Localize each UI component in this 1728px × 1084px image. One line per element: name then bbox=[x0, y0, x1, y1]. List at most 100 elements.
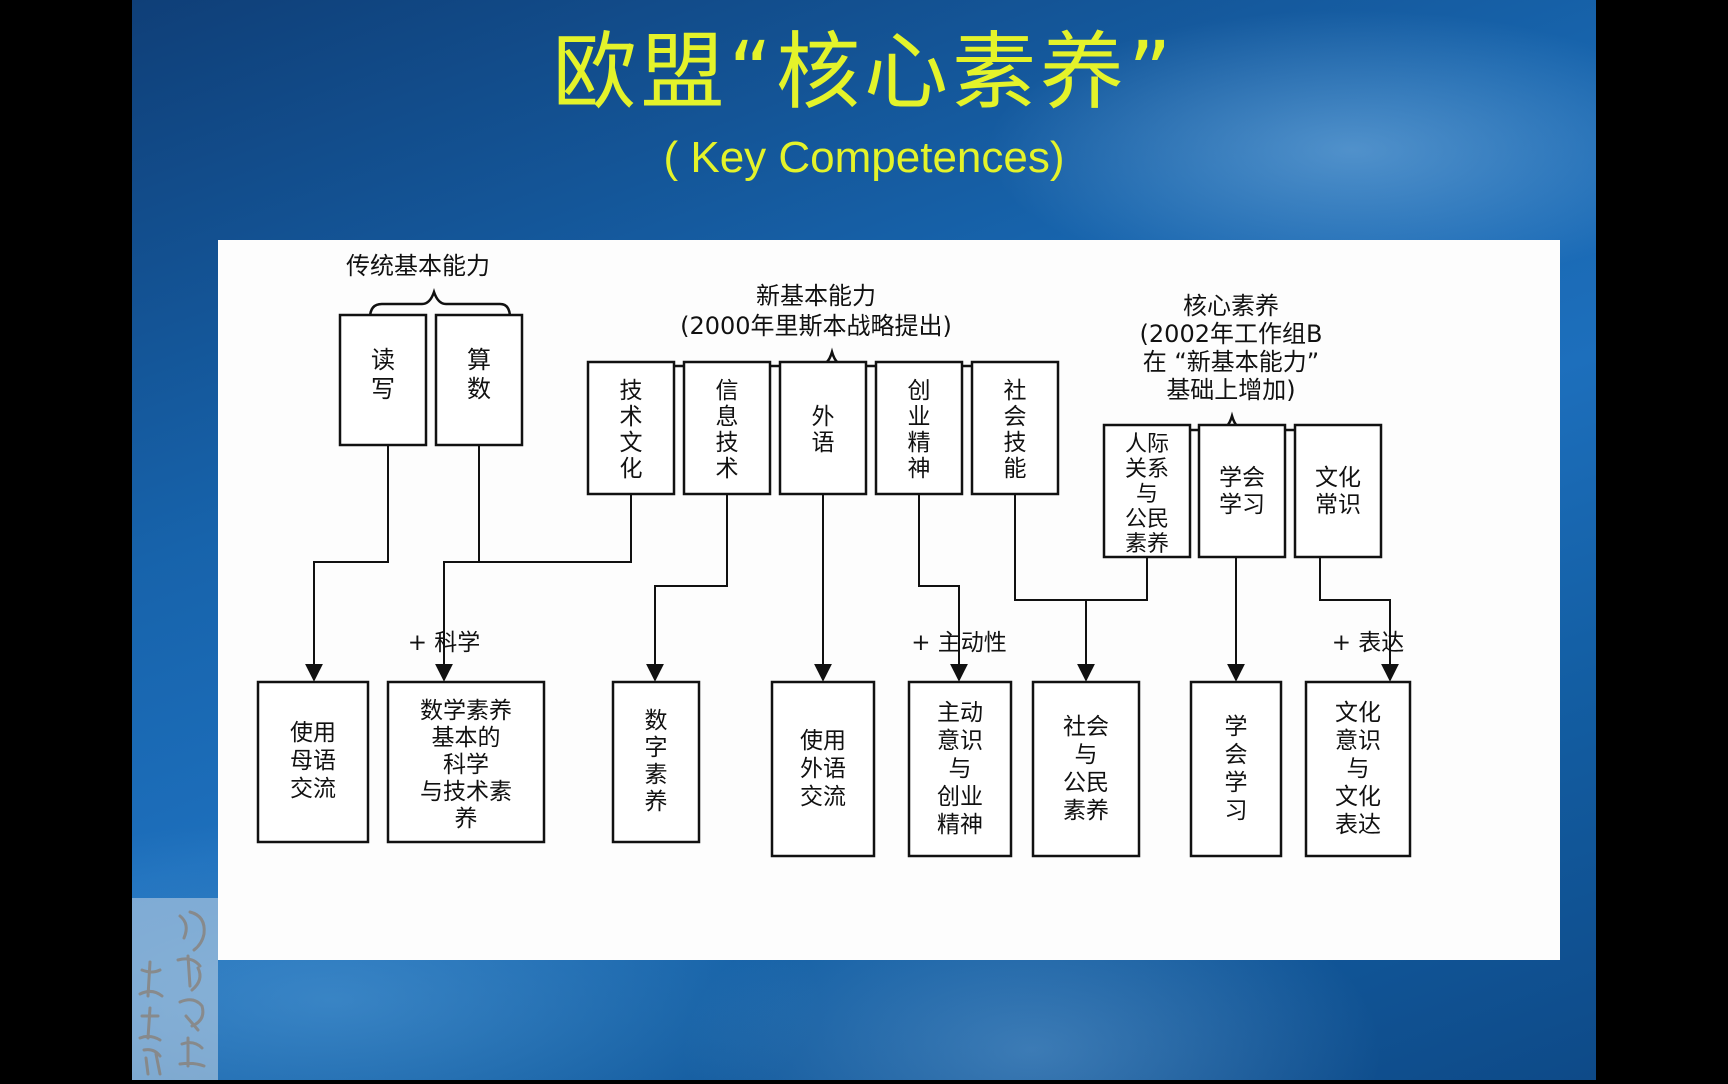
svg-text:交流: 交流 bbox=[290, 776, 336, 802]
box-cultural-knowledge: 文化 常识 bbox=[1293, 423, 1383, 559]
svg-text:基本的: 基本的 bbox=[432, 725, 501, 751]
svg-text:字: 字 bbox=[645, 735, 668, 761]
svg-text:会: 会 bbox=[1225, 742, 1248, 768]
box-learning-to-learn: 学会 学习 bbox=[1197, 423, 1287, 559]
svg-text:技: 技 bbox=[620, 378, 643, 404]
svg-text:公民: 公民 bbox=[1063, 770, 1109, 796]
box-read-write: 读 写 bbox=[338, 313, 428, 447]
svg-text:化: 化 bbox=[620, 456, 643, 482]
svg-text:与: 与 bbox=[1075, 742, 1098, 768]
top-boxes: 读 写 算 数 技 术 文 化 信 息 bbox=[338, 313, 1383, 559]
box-learning: 学 会 学 习 bbox=[1189, 680, 1283, 858]
svg-text:素养: 素养 bbox=[1125, 532, 1169, 557]
svg-text:术: 术 bbox=[620, 404, 643, 430]
slide-background: 欧盟“核心素养” ( Key Competences) 传统基本能力 新基本能力… bbox=[132, 0, 1596, 1080]
svg-text:能: 能 bbox=[1004, 456, 1027, 482]
box-social-skills: 社 会 技 能 bbox=[970, 360, 1060, 496]
svg-text:文化: 文化 bbox=[1335, 700, 1381, 726]
competence-diagram: 传统基本能力 新基本能力 (2000年里斯本战略提出) 核心素养 (2002年工… bbox=[256, 252, 1412, 858]
box-entrepreneurship: 创 业 精 神 bbox=[874, 360, 964, 496]
svg-text:与: 与 bbox=[1136, 482, 1158, 507]
annotation-plus-science: + 科学 bbox=[408, 630, 481, 656]
box-mother-tongue: 使用 母语 交流 bbox=[256, 680, 370, 844]
new-basic-group-label: 新基本能力 bbox=[756, 282, 876, 310]
connector-cultural-knowledge bbox=[1319, 557, 1399, 682]
svg-text:表达: 表达 bbox=[1335, 812, 1381, 838]
slide-title: 欧盟“核心素养” bbox=[552, 23, 1176, 121]
svg-text:社: 社 bbox=[1004, 378, 1027, 404]
box-interpersonal-civic: 人际 关系 与 公民 素养 bbox=[1102, 423, 1192, 559]
svg-text:业: 业 bbox=[908, 404, 931, 430]
publisher-seal bbox=[132, 898, 218, 1080]
svg-text:与: 与 bbox=[1347, 756, 1370, 782]
annotation-plus-initiative: + 主动性 bbox=[911, 630, 1007, 656]
connector-arithmetic bbox=[435, 445, 480, 682]
svg-text:使用: 使用 bbox=[800, 728, 846, 754]
svg-text:人际: 人际 bbox=[1125, 432, 1169, 457]
box-math-science: 数学素养 基本的 科学 与技术素 养 bbox=[386, 680, 546, 844]
svg-text:创业: 创业 bbox=[937, 784, 983, 810]
svg-text:意识: 意识 bbox=[1335, 728, 1381, 754]
svg-text:技: 技 bbox=[716, 430, 739, 456]
svg-text:意识: 意识 bbox=[937, 728, 983, 754]
connector-info-tech bbox=[646, 494, 728, 682]
svg-text:数学素养: 数学素养 bbox=[420, 698, 512, 724]
svg-text:学习: 学习 bbox=[1219, 492, 1265, 518]
svg-text:技: 技 bbox=[1004, 430, 1027, 456]
svg-text:学: 学 bbox=[1225, 770, 1248, 796]
traditional-group-label: 传统基本能力 bbox=[346, 252, 490, 280]
svg-text:外: 外 bbox=[812, 404, 835, 430]
slide-subtitle: ( Key Competences) bbox=[663, 133, 1065, 182]
diagram-panel: 传统基本能力 新基本能力 (2000年里斯本战略提出) 核心素养 (2002年工… bbox=[218, 240, 1560, 960]
connector-read-write bbox=[305, 445, 389, 682]
svg-text:常识: 常识 bbox=[1315, 492, 1361, 518]
key-group-label: 核心素养 bbox=[1183, 292, 1279, 320]
svg-text:数: 数 bbox=[467, 375, 491, 403]
box-info-tech: 信 息 技 术 bbox=[682, 360, 772, 496]
box-foreign-language: 外 语 bbox=[778, 360, 868, 496]
svg-text:外语: 外语 bbox=[800, 756, 846, 782]
box-digital: 数 字 素 养 bbox=[611, 680, 701, 844]
key-group-note-1: (2002年工作组B bbox=[1140, 320, 1323, 348]
svg-text:关系: 关系 bbox=[1125, 457, 1169, 482]
svg-text:交流: 交流 bbox=[800, 784, 846, 810]
connectors bbox=[305, 445, 1399, 682]
svg-text:养: 养 bbox=[455, 806, 478, 832]
svg-text:文化: 文化 bbox=[1335, 784, 1381, 810]
svg-text:与: 与 bbox=[949, 756, 972, 782]
box-foreign-communication: 使用 外语 交流 bbox=[770, 680, 876, 858]
svg-text:学会: 学会 bbox=[1219, 465, 1265, 491]
new-basic-group-note: (2000年里斯本战略提出) bbox=[680, 312, 952, 340]
svg-text:社会: 社会 bbox=[1063, 714, 1109, 740]
svg-text:文化: 文化 bbox=[1315, 465, 1361, 491]
svg-text:公民: 公民 bbox=[1125, 507, 1169, 532]
annotation-plus-expression: + 表达 bbox=[1332, 630, 1405, 656]
box-cultural-expression: 文化 意识 与 文化 表达 bbox=[1304, 680, 1412, 858]
svg-text:读: 读 bbox=[371, 346, 395, 374]
key-group-note-2: 在 “新基本能力” bbox=[1143, 348, 1320, 376]
traditional-group-brace bbox=[368, 288, 512, 319]
key-group-note-3: 基础上增加) bbox=[1166, 376, 1295, 404]
svg-text:与技术素: 与技术素 bbox=[420, 779, 512, 805]
connector-entrepreneurship bbox=[918, 494, 968, 682]
box-tech-culture: 技 术 文 化 bbox=[586, 360, 676, 496]
svg-text:习: 习 bbox=[1225, 798, 1248, 824]
svg-text:使用: 使用 bbox=[290, 720, 336, 746]
bottom-boxes: 使用 母语 交流 数学素养 基本的 科学 与技术素 养 数 字 素 bbox=[256, 680, 1412, 858]
box-initiative-entrepreneurship: 主动 意识 与 创业 精神 bbox=[907, 680, 1013, 858]
svg-text:精神: 精神 bbox=[937, 812, 983, 838]
svg-text:会: 会 bbox=[1004, 404, 1027, 430]
svg-text:学: 学 bbox=[1225, 714, 1248, 740]
connector-social-skills bbox=[1014, 494, 1095, 682]
svg-text:数: 数 bbox=[645, 708, 668, 734]
connector-interpersonal-civic bbox=[1086, 557, 1148, 601]
svg-text:文: 文 bbox=[620, 430, 643, 456]
svg-text:术: 术 bbox=[716, 456, 739, 482]
svg-text:母语: 母语 bbox=[290, 748, 336, 774]
box-arithmetic: 算 数 bbox=[434, 313, 524, 447]
box-social-civic: 社会 与 公民 素养 bbox=[1031, 680, 1141, 858]
svg-text:素养: 素养 bbox=[1063, 798, 1109, 824]
svg-text:精: 精 bbox=[908, 430, 931, 456]
svg-text:神: 神 bbox=[908, 456, 931, 482]
svg-text:主动: 主动 bbox=[937, 700, 983, 726]
